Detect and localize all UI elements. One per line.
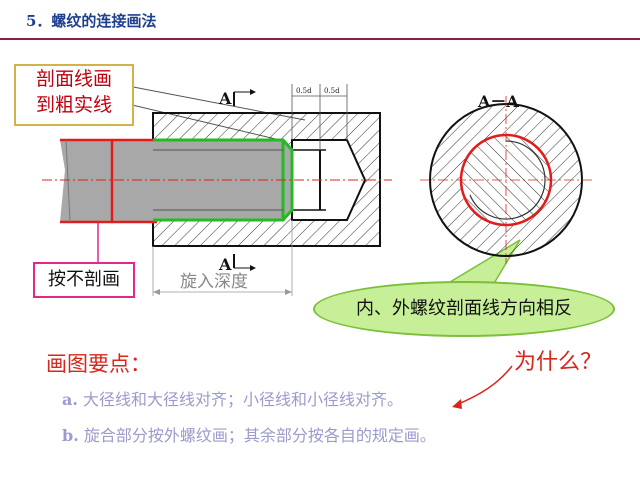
thread-outline [153, 138, 294, 222]
section-mark-bottom: A [218, 255, 232, 274]
section-mark-top: A [218, 89, 232, 108]
key-points-heading: 画图要点： [46, 352, 151, 376]
title-divider [0, 38, 640, 40]
key-point-item: a. 大径线和大径线对齐；小径线和小径线对齐。 [62, 386, 403, 410]
key-point-text: 大径线和大径线对齐；小径线和小径线对齐。 [83, 390, 404, 409]
bolt-shank [112, 140, 157, 222]
callout-hatch-line1: 剖面线画 [35, 68, 112, 90]
dimension-label-left: 0.5d [296, 87, 312, 95]
depth-label: 旋入深度 [180, 272, 248, 292]
key-point-item: b. 旋合部分按外螺纹画；其余部分按各自的规定画。 [62, 422, 436, 446]
page-title: 5．螺纹的连接画法 [26, 12, 157, 30]
bolt-body [60, 140, 112, 222]
key-point-marker: a. [62, 390, 78, 409]
callout-hatch-note: 剖面线画 到粗实线 [14, 64, 134, 126]
callout-hatch-direction: 内、外螺纹剖面线方向相反 [313, 281, 615, 337]
key-point-marker: b. [62, 426, 79, 445]
dimension-label-right: 0.5d [324, 87, 340, 95]
key-point-text: 旋合部分按外螺纹画；其余部分按各自的规定画。 [83, 426, 436, 445]
callout-no-section: 按不剖画 [33, 262, 135, 298]
why-note: 为什么？ [514, 350, 603, 375]
callout-hatch-line2: 到粗实线 [35, 94, 112, 116]
